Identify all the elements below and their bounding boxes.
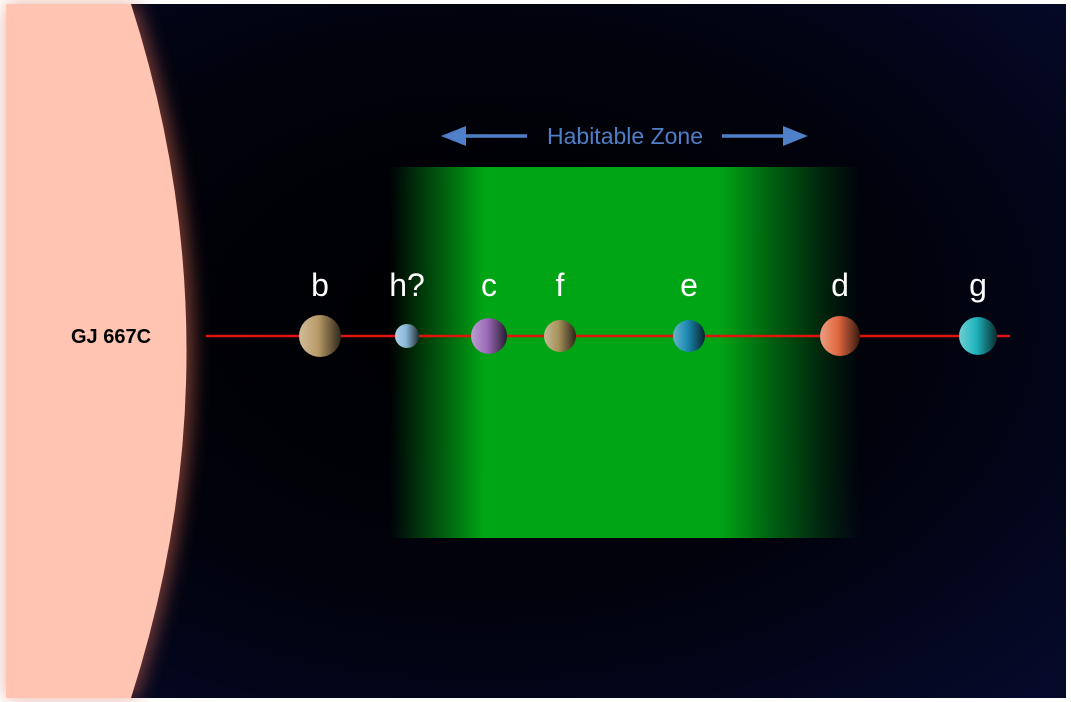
planets-group: b h? c f e d g — [299, 267, 997, 357]
planet-label-b: b — [311, 267, 329, 303]
planet-c — [471, 318, 507, 354]
planet-label-d: d — [831, 267, 849, 303]
planet-g — [959, 317, 997, 355]
right-arrow-head — [783, 126, 808, 146]
habitable-zone-arrow — [441, 126, 808, 146]
planet-b — [299, 315, 341, 357]
habitable-zone-band — [390, 167, 860, 538]
planet-label-c: c — [481, 267, 497, 303]
planet-d — [820, 316, 860, 356]
planet-f — [544, 320, 576, 352]
planet-h — [395, 324, 419, 348]
planet-label-h: h? — [389, 267, 425, 303]
planet-e — [673, 320, 705, 352]
star-label: GJ 667C — [71, 326, 151, 348]
planet-label-f: f — [556, 267, 565, 303]
planet-label-g: g — [969, 267, 987, 303]
star-body — [6, 4, 187, 698]
left-arrow-head — [441, 126, 466, 146]
planet-label-e: e — [680, 267, 698, 303]
habitable-zone-label: Habitable Zone — [547, 123, 703, 149]
